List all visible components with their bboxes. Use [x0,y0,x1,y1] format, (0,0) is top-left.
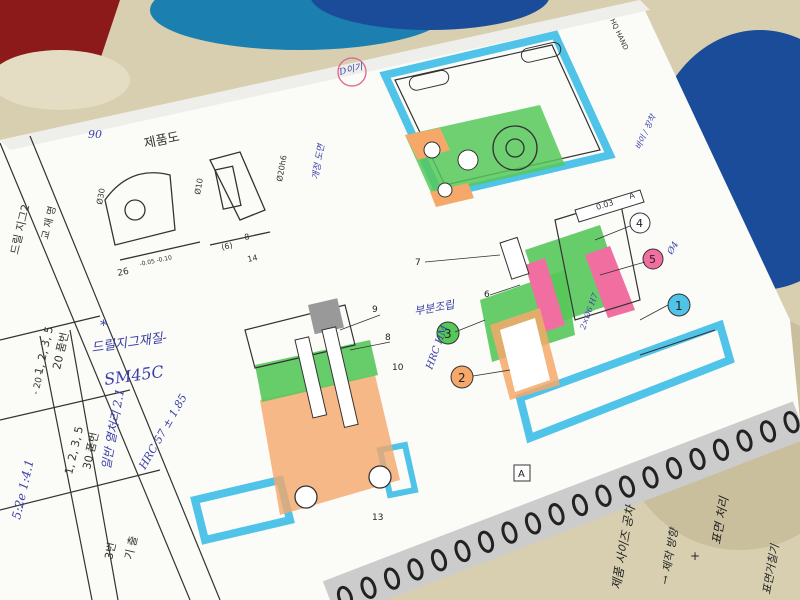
spiral-ring [642,466,659,489]
title-block [0,135,221,600]
rug-highlight [0,50,130,110]
number-9: 9 [372,305,378,315]
spiral-ring [477,530,495,553]
spiral-ring [665,457,683,480]
callout-1: 1 [675,299,683,313]
front-view-part [190,298,419,545]
rug-blue-blob-top [311,0,549,30]
dim-8: 8 [244,232,251,242]
spiral-ring [501,521,518,544]
callout-2: 2 [458,371,466,385]
row3-part-text: 3번 [102,541,119,561]
paper-edge-shadow [0,0,650,150]
callout-5: 5 [649,253,656,266]
footer-text: 기 출 [122,535,140,561]
dim-d30: Ø30 [94,187,107,205]
number-7: 7 [415,258,421,268]
top-note-circle [337,57,367,87]
top-view-part [379,30,616,207]
number-6: 6 [484,290,490,300]
gdt-frame [574,189,645,223]
spiral-ring [736,429,753,452]
product-drawing-label: 제품도 [143,130,181,152]
plus-mark: + [690,549,700,563]
datum-a-label: A [518,469,525,480]
spiral-ring [595,484,612,507]
dim-26: 26 [117,267,131,279]
callout-3: 3 [444,327,452,341]
spiral-ring [689,447,706,471]
product-drawing-views [104,151,271,261]
section-view-part [480,199,735,444]
material-star: * [100,318,107,334]
spiral-ring [430,549,448,572]
dim-d10: Ø10 [192,177,205,195]
gdt-datum: A [628,191,636,201]
callout-circles [436,212,691,482]
spiral-ring [571,493,589,517]
number-13: 13 [372,513,383,523]
callout-4: 4 [636,217,643,230]
spiral-ring [383,567,401,590]
spiral-ring [336,585,354,600]
spiral-rings [336,411,800,600]
number-8: 8 [385,333,391,343]
spiral-ring [407,558,424,581]
num-logo: 90 [88,128,102,141]
spiral-ring [618,475,636,498]
number-10: 10 [392,363,404,373]
spiral-ring [759,420,777,443]
spiral-ring [783,411,800,434]
spiral-ring [712,438,730,461]
spiral-ring [548,503,565,526]
leader-lines [339,225,669,377]
dim-14: 14 [247,253,259,264]
spiral-ring [360,576,377,599]
dim-6: (6) [221,241,234,252]
dim-d20h6: Ø20h6 [274,154,288,182]
spiral-ring [454,539,471,563]
spiral-ring [524,512,542,535]
